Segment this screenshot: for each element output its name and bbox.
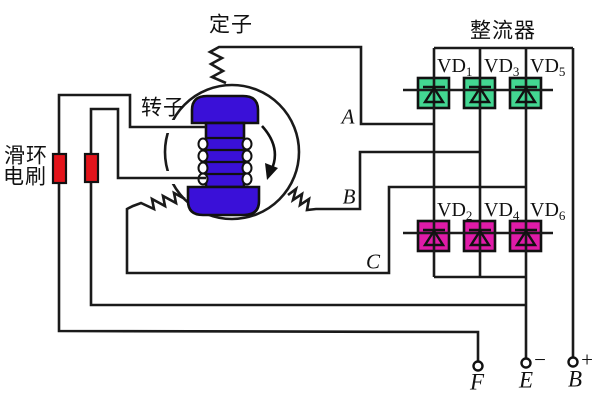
field-wire-to-F <box>57 183 480 361</box>
diode-label-vd4: VD4 <box>484 199 520 223</box>
field-wire-to-E <box>89 183 527 307</box>
terminal-b-sign: + <box>581 347 593 372</box>
stator-label: 定子 <box>209 12 253 37</box>
rotor-core <box>186 94 261 217</box>
phase-b-label: B <box>342 184 356 209</box>
terminal-E <box>520 357 532 369</box>
diode-label-vd2: VD2 <box>437 199 473 223</box>
field-wire-top-left <box>57 93 206 154</box>
terminal-e-sign: − <box>534 347 546 372</box>
terminals <box>472 356 579 372</box>
phase-a-wire <box>207 45 434 126</box>
terminal-f-label: F <box>469 369 485 395</box>
diode-label-vd6: VD6 <box>530 199 566 223</box>
stator-circle <box>163 83 301 221</box>
terminal-e-label: E <box>518 367 534 393</box>
phase-a-label: A <box>341 104 355 129</box>
rotor-winding-lines <box>206 136 244 176</box>
brush-label: 电刷 <box>3 164 47 189</box>
rotation-arrow <box>261 125 278 180</box>
rectifier-label: 整流器 <box>470 18 536 43</box>
field-wire-top-right <box>89 107 206 180</box>
terminal-b-label: B <box>567 366 583 392</box>
rotor-label: 转子 <box>141 95 185 120</box>
circuit-wires <box>57 45 527 361</box>
brushes <box>51 152 100 185</box>
terminal-B <box>567 356 579 368</box>
brush-right <box>83 152 100 184</box>
rotor-coil-loops <box>197 137 253 186</box>
terminal-F <box>472 360 484 372</box>
slip-ring-label: 滑环 <box>4 143 48 168</box>
phase-b-wire <box>287 150 480 212</box>
diode-label-vd5: VD5 <box>530 55 566 79</box>
phase-c-label: C <box>365 249 381 274</box>
diode-label-vd3: VD3 <box>484 55 520 79</box>
diode-symbols <box>422 85 538 247</box>
diode-label-vd1: VD1 <box>437 55 473 79</box>
brush-left <box>51 152 68 185</box>
phase-c-wire <box>125 185 526 275</box>
